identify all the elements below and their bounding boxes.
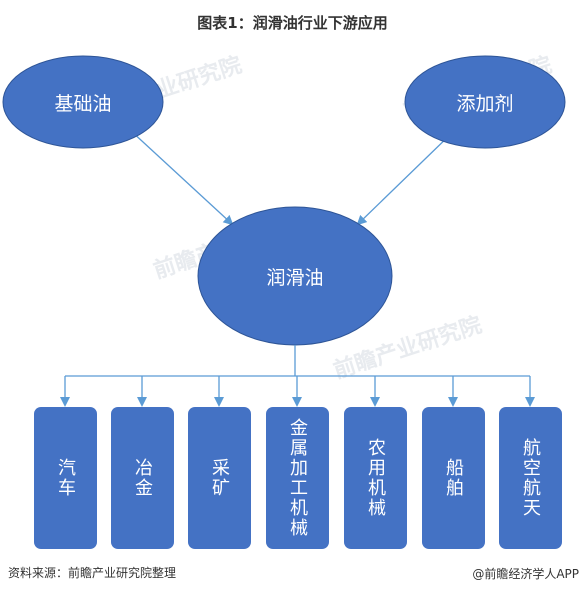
application-label: 采矿 (209, 458, 230, 498)
source-note: 资料来源：前瞻产业研究院整理 (8, 566, 177, 580)
node-base-oil-label: 基础油 (54, 93, 112, 115)
node-lubricant-label: 润滑油 (266, 267, 324, 289)
application-box-metallurgy: 冶金 (111, 407, 174, 549)
application-box-agricultural-machinery: 农用机械 (344, 407, 407, 549)
application-box-automotive: 汽车 (34, 407, 97, 549)
application-box-shipping: 船舶 (422, 407, 485, 549)
application-label: 航空航天 (520, 438, 541, 518)
node-additive-label: 添加剂 (456, 93, 514, 115)
application-label: 冶金 (132, 458, 153, 498)
brand-credit: @前瞻经济学人APP (472, 567, 579, 581)
arrow-additive-to-lubricant (356, 129, 456, 226)
application-box-metalworking-machinery: 金属加工机械 (266, 407, 329, 549)
arrow-base-oil-to-lubricant (129, 129, 234, 226)
application-label: 农用机械 (365, 438, 386, 518)
application-box-mining: 采矿 (188, 407, 251, 549)
application-box-aerospace: 航空航天 (499, 407, 562, 549)
node-additive (404, 55, 566, 149)
application-label: 船舶 (443, 458, 464, 498)
diagram-title: 图表1：润滑油行业下游应用 (197, 14, 388, 32)
application-label: 金属加工机械 (287, 418, 308, 538)
application-label: 汽车 (55, 458, 76, 498)
node-base-oil (2, 55, 164, 149)
